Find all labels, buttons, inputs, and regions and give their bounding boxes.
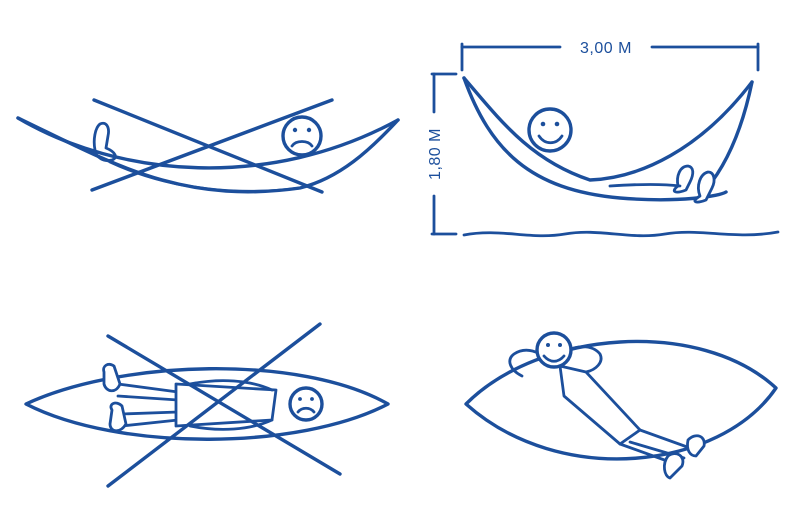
ground-line bbox=[462, 230, 780, 238]
sad-face-icon bbox=[288, 386, 324, 422]
cross-mark-line-1 bbox=[106, 334, 342, 476]
happy-face-icon bbox=[535, 331, 573, 369]
foot-icon bbox=[693, 170, 716, 204]
hammock-fabric-top-edge bbox=[16, 116, 400, 170]
happy-face-icon bbox=[527, 107, 573, 153]
cross-mark-line-2 bbox=[106, 322, 322, 488]
panel-correct-diagonal: 3,00 M 1,80 M bbox=[427, 40, 780, 238]
foot-icon bbox=[686, 434, 706, 458]
foot-icon bbox=[663, 452, 685, 480]
cross-mark-line-2 bbox=[90, 98, 334, 192]
foot-icon bbox=[108, 401, 128, 433]
leg-line bbox=[618, 442, 672, 464]
height-label: 1,80 M bbox=[427, 128, 444, 180]
hammock-fabric-inner bbox=[462, 76, 754, 182]
hammock-fabric-bottom-edge bbox=[16, 116, 400, 194]
panel-wrong-lengthwise bbox=[16, 98, 400, 194]
foot-icon bbox=[92, 121, 117, 162]
hammock-fabric-fold bbox=[108, 160, 302, 193]
foot-icon bbox=[672, 164, 695, 194]
panel-wrong-top-view bbox=[24, 322, 390, 488]
sad-face-icon bbox=[281, 115, 323, 157]
hammock-outline-top-view bbox=[24, 367, 390, 441]
leg-line bbox=[608, 183, 682, 188]
leg-line bbox=[638, 428, 692, 450]
foot-icon bbox=[102, 363, 122, 393]
height-dimension: 1,80 M bbox=[427, 72, 458, 236]
width-label: 3,00 M bbox=[580, 40, 632, 57]
panel-correct-top-view bbox=[464, 331, 778, 480]
person-torso bbox=[558, 364, 642, 446]
width-dimension: 3,00 M bbox=[460, 40, 760, 72]
